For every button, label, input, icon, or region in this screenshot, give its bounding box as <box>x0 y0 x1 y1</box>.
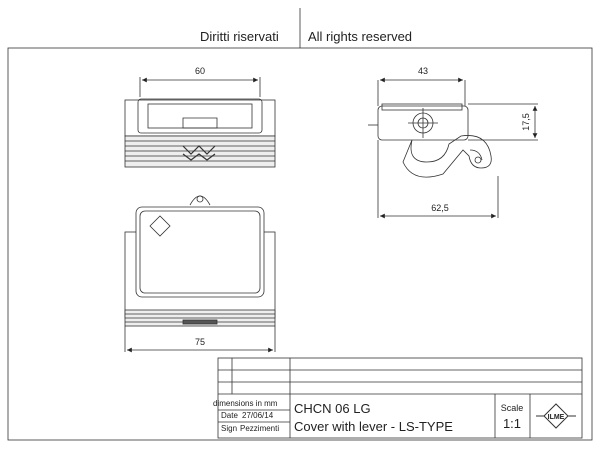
side-length-dimension: 62,5 <box>431 203 449 213</box>
side-view <box>368 77 538 219</box>
pieces-label: Pezzimenti <box>240 424 279 433</box>
scale-value: 1:1 <box>503 416 521 431</box>
rights-reserved-english: All rights reserved <box>308 29 413 44</box>
top-view <box>124 195 276 353</box>
front-view <box>124 77 276 168</box>
rights-reserved-italian: Diritti riservati <box>200 29 279 44</box>
logo-text: ILME <box>548 414 565 421</box>
drawing-frame <box>7 47 593 441</box>
side-width-dimension: 43 <box>418 66 428 76</box>
front-width-dimension: 60 <box>195 66 205 76</box>
part-code: CHCN 06 LG <box>294 401 371 416</box>
side-height-dimension: 17,5 <box>521 113 531 131</box>
units-label: dimensions in mm <box>213 399 278 408</box>
ilme-logo: ILME <box>536 403 576 429</box>
sign-label: Sign <box>221 424 237 433</box>
top-width-dimension: 75 <box>195 337 205 347</box>
date-value: 27/06/14 <box>242 411 274 420</box>
date-label: Date <box>221 411 238 420</box>
scale-label: Scale <box>501 403 524 413</box>
part-description: Cover with lever - LS-TYPE <box>294 419 453 434</box>
title-block-grid <box>217 357 583 439</box>
